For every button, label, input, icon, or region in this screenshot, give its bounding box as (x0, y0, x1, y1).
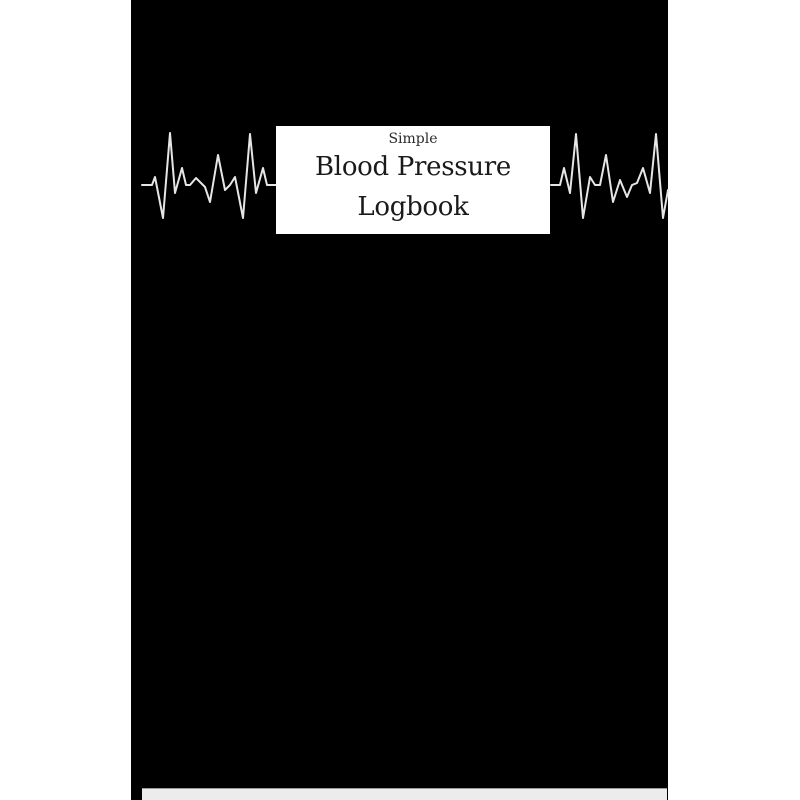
cover-subtitle: Simple (388, 131, 438, 147)
cover-title-line-1: Blood Pressure (315, 152, 511, 182)
book-cover (131, 0, 668, 800)
bottom-page-edge (142, 788, 667, 800)
cover-title-line-2: Logbook (357, 192, 469, 222)
title-box: Simple Blood Pressure Logbook (276, 126, 550, 234)
